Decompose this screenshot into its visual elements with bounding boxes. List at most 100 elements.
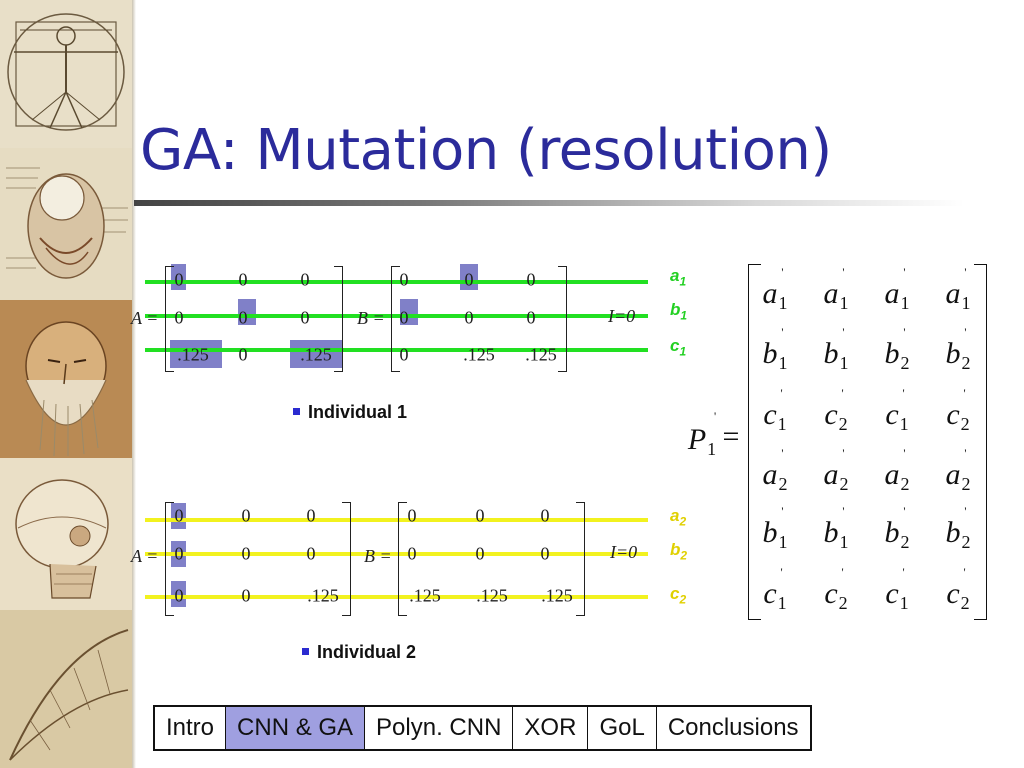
matrix-b-cell: 0 — [526, 307, 536, 328]
matrix-b-cell: .125 — [541, 585, 573, 606]
p-matrix-equals: = — [722, 420, 740, 453]
matrix-b-cell: 0 — [407, 543, 417, 564]
nav-item-gol[interactable]: GoL — [588, 707, 657, 749]
matrix-b-cell: 0 — [399, 307, 409, 328]
gene-label-c1: c1 — [670, 336, 687, 359]
matrix-a-cell: 0 — [300, 269, 310, 290]
nav-item-polyn-cnn[interactable]: Polyn. CNN — [365, 707, 514, 749]
p-matrix-entry: b2' — [884, 504, 910, 552]
p-matrix-entry: c2' — [824, 565, 848, 613]
matrix-a-cell: .125 — [307, 585, 339, 606]
gene-bar-c2 — [145, 595, 648, 599]
bias-value: I=0 — [610, 542, 638, 562]
matrix-b-cell: 0 — [464, 307, 474, 328]
p-matrix-entry: c1' — [763, 386, 787, 434]
p-matrix-entry: b2' — [945, 325, 971, 373]
gene-bar-b1 — [145, 314, 648, 318]
gene-bar-b2 — [145, 552, 648, 556]
mutation-highlight — [400, 299, 418, 325]
matrix-b-cell: 0 — [464, 269, 474, 290]
p-matrix-entry: a2' — [762, 446, 788, 494]
self-portrait-sketch — [0, 300, 132, 458]
matrix-b-cell: 0 — [526, 269, 536, 290]
p-matrix-right-bracket — [974, 264, 987, 620]
gene-label-b2: b2 — [670, 540, 688, 563]
matrix-a-cell: 0 — [241, 585, 251, 606]
mutation-highlight — [171, 581, 186, 607]
p-matrix-entry: b1' — [762, 325, 788, 373]
matrix-b-cell: 0 — [475, 543, 485, 564]
mutation-highlight — [238, 299, 256, 325]
matrix-b-left-bracket — [398, 502, 407, 616]
gene-label-c2: c2 — [670, 584, 687, 607]
matrix-b-right-bracket — [558, 266, 567, 372]
title-underline — [134, 200, 964, 206]
matrix-b-cell: 0 — [540, 505, 550, 526]
matrix-b-cell: 0 — [407, 505, 417, 526]
matrix-a-left-bracket — [165, 266, 174, 372]
matrix-a-cell: 0 — [174, 307, 184, 328]
p-matrix-entry: a1' — [884, 265, 910, 313]
p-matrix-entry: a1' — [945, 265, 971, 313]
decorative-sketch-strip — [0, 0, 132, 768]
p-matrix-entry: a2' — [884, 446, 910, 494]
flying-machine-sketch — [0, 610, 132, 768]
matrix-b-cell: 0 — [399, 344, 409, 365]
nav-item-xor[interactable]: XOR — [513, 707, 589, 749]
p-matrix-entry: c1' — [763, 565, 787, 613]
matrix-a-cell: 0 — [174, 505, 184, 526]
p-matrix-entry: a2' — [823, 446, 849, 494]
p-matrix-entry: c1' — [885, 386, 909, 434]
mutation-highlight — [170, 340, 222, 368]
matrix-a-cell: 0 — [300, 307, 310, 328]
p-matrix-entry: a1' — [762, 265, 788, 313]
p-matrix-entry: a2' — [945, 446, 971, 494]
mutation-highlight — [290, 340, 342, 368]
matrix-a-left-bracket — [165, 502, 174, 616]
nav-item-conclusions[interactable]: Conclusions — [667, 714, 799, 741]
matrix-a-right-bracket — [334, 266, 343, 372]
p-matrix-entry: c2' — [946, 386, 970, 434]
matrix-b-right-bracket — [576, 502, 585, 616]
matrix-a-cell: 0 — [174, 585, 184, 606]
matrix-a-cell: 0 — [241, 505, 251, 526]
matrix-b-left-bracket — [391, 266, 400, 372]
p-matrix-entry: a1' — [823, 265, 849, 313]
matrix-a-cell: 0 — [174, 269, 184, 290]
gene-label-a2: a2 — [670, 506, 687, 529]
square-bullet-icon — [302, 647, 309, 655]
p-matrix-entry: b2' — [945, 504, 971, 552]
matrix-a-cell: 0 — [306, 505, 316, 526]
p-matrix-left-bracket — [748, 264, 761, 620]
matrix-b-cell: 0 — [540, 543, 550, 564]
matrix-b-cell: .125 — [463, 344, 495, 365]
fetus-sketch — [0, 148, 132, 300]
p-matrix-entry: b2' — [884, 325, 910, 373]
mutation-highlight — [171, 503, 186, 529]
matrix-a-cell: 0 — [238, 269, 248, 290]
page-title: GA: Mutation (resolution) — [140, 118, 832, 183]
matrix-a-label: A = — [131, 546, 159, 566]
matrix-a-cell: 0 — [241, 543, 251, 564]
individual-2-caption: Individual 2 — [302, 642, 416, 663]
matrix-a-cell: .125 — [300, 344, 332, 365]
matrix-b-label: B = — [357, 308, 385, 328]
matrix-b-cell: .125 — [409, 585, 441, 606]
gene-bar-a1 — [145, 280, 648, 284]
matrix-a-label: A = — [131, 308, 159, 328]
matrix-b-cell: .125 — [525, 344, 557, 365]
square-bullet-icon — [293, 407, 300, 415]
individual-1-caption: Individual 1 — [293, 402, 407, 423]
matrix-b-cell: .125 — [476, 585, 508, 606]
p-matrix-entry: c2' — [824, 386, 848, 434]
p-matrix-entry: c1' — [885, 565, 909, 613]
gene-label-b1: b1 — [670, 300, 688, 323]
matrix-a-cell: 0 — [174, 543, 184, 564]
p-matrix-entry: c2' — [946, 565, 970, 613]
nav-item-intro[interactable]: Intro — [155, 707, 227, 749]
nav-item-cnn-ga[interactable]: CNN & GA — [226, 707, 366, 749]
vitruvian-man-sketch — [0, 0, 132, 148]
matrix-b-cell: 0 — [475, 505, 485, 526]
matrix-a-cell: 0 — [238, 307, 248, 328]
